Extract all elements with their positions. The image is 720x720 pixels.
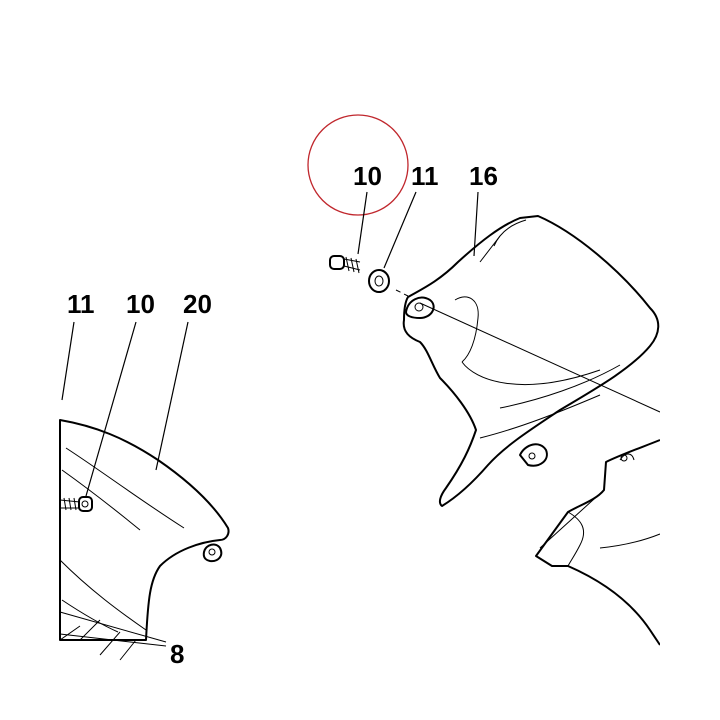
- callout-upper-11: 11: [411, 161, 439, 191]
- callout-left-10: 10: [126, 289, 155, 319]
- callout-upper-10: 10: [353, 161, 382, 191]
- right-lower-part: [535, 439, 661, 646]
- assembly-line-washer: [395, 289, 409, 297]
- right-panel-part-16[interactable]: [402, 215, 660, 507]
- left-screw-part-10[interactable]: [59, 496, 93, 512]
- callout-left-11: 11: [67, 289, 95, 319]
- leader-upper-10: [357, 191, 368, 255]
- left-panel-part-20[interactable]: [59, 419, 230, 661]
- assembly-line-right: [419, 302, 661, 413]
- callout-20: 20: [183, 289, 212, 319]
- upper-screw-part-10[interactable]: [329, 255, 361, 274]
- leader-left-11: [61, 321, 75, 401]
- callout-16: 16: [469, 161, 498, 191]
- leader-upper-11: [383, 191, 417, 269]
- leader-16: [473, 191, 479, 257]
- leader-20: [155, 321, 189, 471]
- upper-washer-part-11[interactable]: [368, 269, 390, 293]
- highlight-circle: [307, 114, 409, 216]
- callout-8: 8: [170, 639, 184, 669]
- right-margin: [660, 0, 720, 720]
- leader-left-10: [85, 321, 137, 497]
